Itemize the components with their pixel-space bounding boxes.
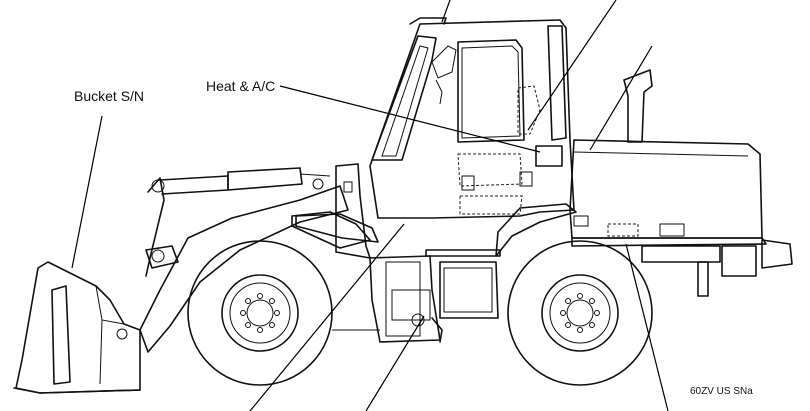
front-wheel bbox=[187, 240, 333, 386]
loader-arm bbox=[139, 167, 371, 353]
exhaust-stack bbox=[623, 69, 653, 143]
heat-ac-unit bbox=[535, 145, 563, 167]
center-frame bbox=[332, 249, 501, 343]
bucket bbox=[13, 261, 141, 394]
front-frame bbox=[335, 163, 441, 343]
rear-wheel bbox=[507, 240, 653, 386]
cab bbox=[369, 17, 575, 219]
leader-lines bbox=[71, 0, 669, 411]
bucket-sn-label: Bucket S/N bbox=[74, 88, 144, 104]
diagram-caption: 60ZV US SNa bbox=[690, 386, 753, 397]
heat-ac-label: Heat & A/C bbox=[206, 78, 275, 94]
engine-hood bbox=[569, 139, 793, 297]
rear-fender bbox=[295, 203, 577, 257]
